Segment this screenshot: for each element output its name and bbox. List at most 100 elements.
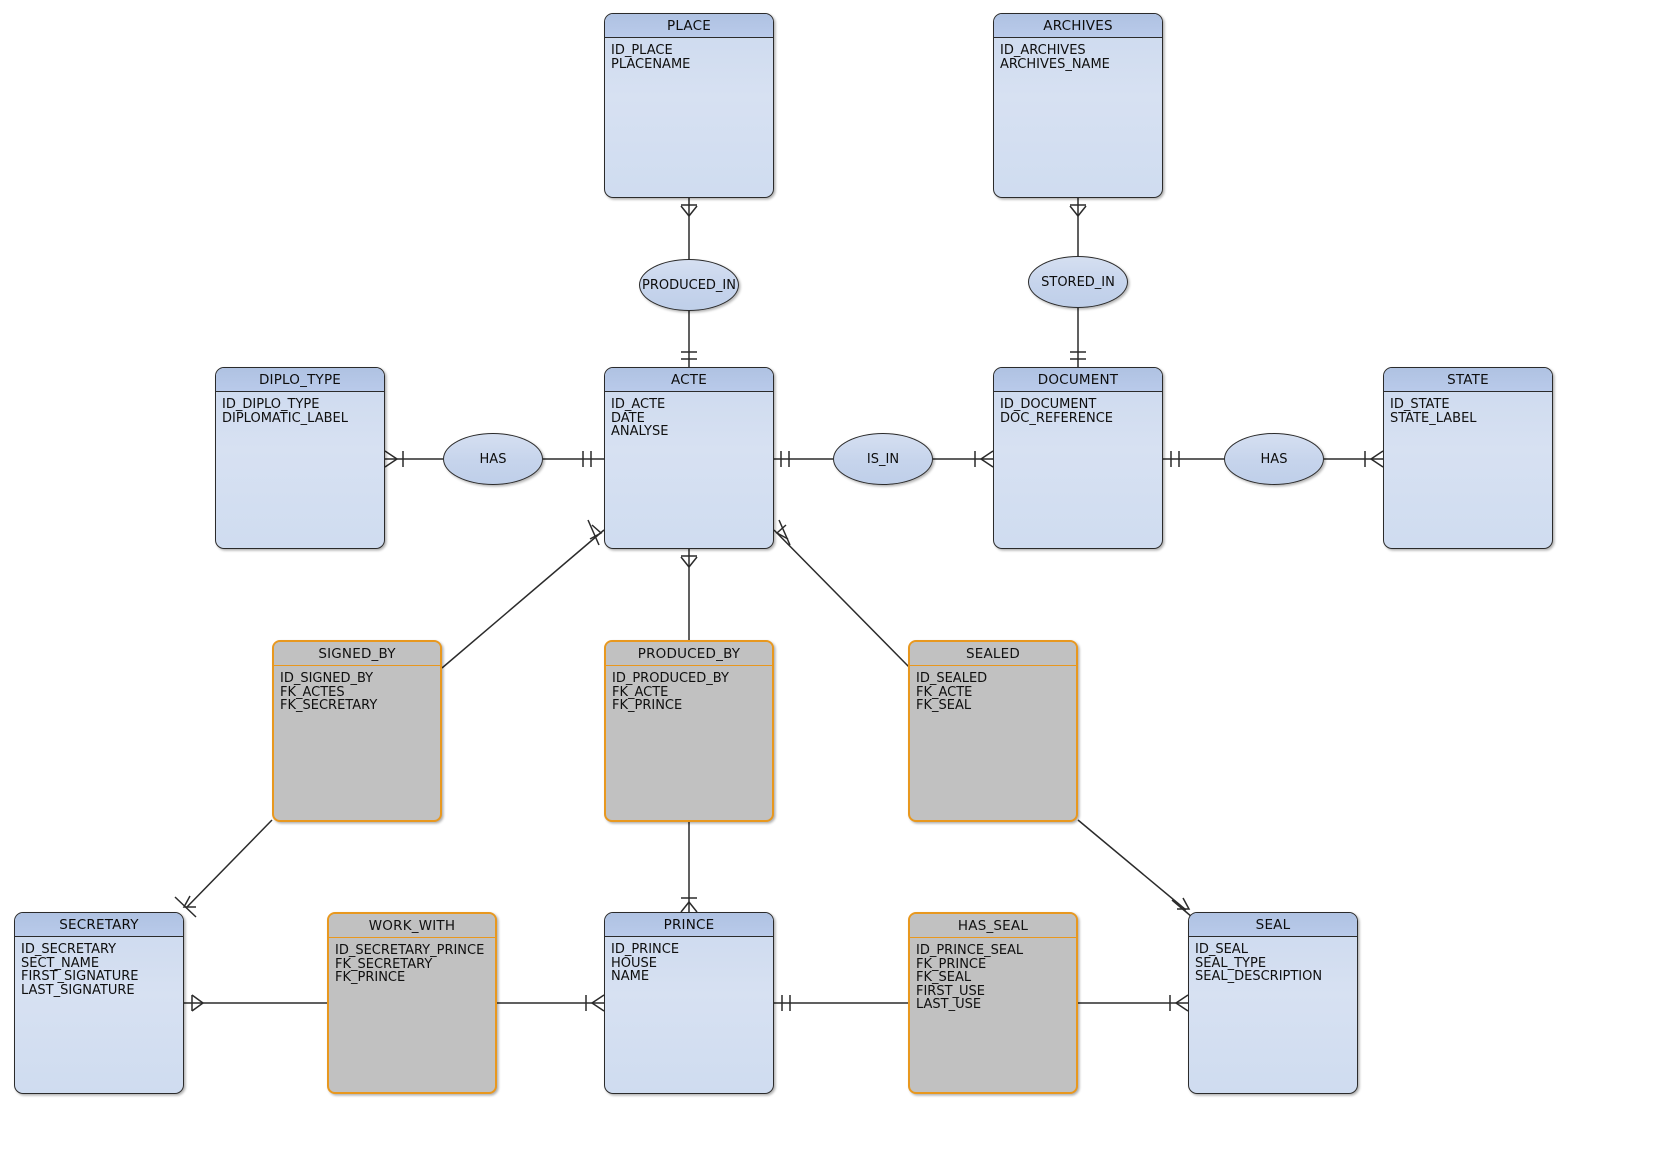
attribute: FK_SEAL	[916, 698, 972, 714]
attribute: STATE_LABEL	[1390, 410, 1477, 426]
entity-archives[interactable]: ARCHIVES ID_ARCHIVES ARCHIVES_NAME	[993, 13, 1163, 198]
attribute: ID_STATE	[1390, 397, 1450, 412]
entity-work-with[interactable]: WORK_WITH ID_SECRETARY_PRINCE FK_SECRETA…	[327, 912, 497, 1094]
entity-state[interactable]: STATE ID_STATE STATE_LABEL	[1383, 367, 1553, 549]
entity-sealed-title: SEALED	[910, 642, 1076, 666]
crowfoot-acte-bottom	[680, 556, 698, 569]
crowfoot-prince-left	[590, 994, 605, 1012]
attribute: FK_ACTE	[612, 684, 669, 700]
entity-produced-by-title: PRODUCED_BY	[606, 642, 772, 666]
crowfoot-archives	[1069, 205, 1087, 218]
relationship-is-in[interactable]: IS_IN	[833, 433, 933, 485]
relationship-has-diplo-type[interactable]: HAS	[443, 433, 543, 485]
entity-diplo-type-attributes: ID_DIPLO_TYPE DIPLOMATIC_LABEL	[216, 392, 384, 425]
entity-has-seal-attributes: ID_PRINCE_SEAL FK_PRINCE FK_SEAL FIRST_U…	[910, 938, 1076, 1012]
entity-archives-attributes: ID_ARCHIVES ARCHIVES_NAME	[994, 38, 1162, 71]
entity-prince-attributes: ID_PRINCE HOUSE NAME	[605, 937, 773, 984]
attribute: HOUSE	[611, 955, 657, 971]
entity-signed-by[interactable]: SIGNED_BY ID_SIGNED_BY FK_ACTES FK_SECRE…	[272, 640, 442, 822]
entity-work-with-attributes: ID_SECRETARY_PRINCE FK_SECRETARY FK_PRIN…	[329, 938, 495, 985]
crowfoot-acte-signedby	[589, 524, 603, 540]
crowfoot-secretary-top	[182, 895, 196, 908]
attribute: FK_PRINCE	[916, 956, 987, 972]
crowfoot-acte-sealed	[775, 524, 789, 540]
entity-place-attributes: ID_PLACE PLACENAME	[605, 38, 773, 71]
entity-has-seal[interactable]: HAS_SEAL ID_PRINCE_SEAL FK_PRINCE FK_SEA…	[908, 912, 1078, 1094]
attribute: ID_PRINCE	[611, 942, 680, 957]
attribute: ID_ACTE	[611, 397, 666, 412]
relationship-stored-in[interactable]: STORED_IN	[1028, 256, 1128, 308]
attribute: PLACENAME	[611, 56, 691, 72]
attribute: SEAL_TYPE	[1195, 955, 1267, 971]
crowfoot-prince-top	[680, 900, 698, 913]
entity-diplo-type[interactable]: DIPLO_TYPE ID_DIPLO_TYPE DIPLOMATIC_LABE…	[215, 367, 385, 549]
entity-has-seal-title: HAS_SEAL	[910, 914, 1076, 938]
entity-seal-title: SEAL	[1189, 913, 1357, 937]
attribute: FK_PRINCE	[335, 970, 406, 986]
entity-secretary[interactable]: SECRETARY ID_SECRETARY SECT_NAME FIRST_S…	[14, 912, 184, 1094]
entity-signed-by-attributes: ID_SIGNED_BY FK_ACTES FK_SECRETARY	[274, 666, 440, 713]
attribute: ID_DIPLO_TYPE	[222, 397, 320, 412]
entity-diplo-type-title: DIPLO_TYPE	[216, 368, 384, 392]
entity-document-title: DOCUMENT	[994, 368, 1162, 392]
entity-acte[interactable]: ACTE ID_ACTE DATE ANALYSE	[604, 367, 774, 549]
entity-work-with-title: WORK_WITH	[329, 914, 495, 938]
crowfoot-state	[1369, 450, 1384, 468]
entity-seal-attributes: ID_SEAL SEAL_TYPE SEAL_DESCRIPTION	[1189, 937, 1357, 984]
entity-secretary-attributes: ID_SECRETARY SECT_NAME FIRST_SIGNATURE L…	[15, 937, 183, 997]
crowfoot-seal-top	[1177, 897, 1191, 910]
attribute: NAME	[611, 969, 650, 985]
entity-secretary-title: SECRETARY	[15, 913, 183, 937]
attribute: ID_SECRETARY	[21, 942, 117, 957]
entity-state-title: STATE	[1384, 368, 1552, 392]
edge-sealed-seal	[1077, 819, 1187, 911]
entity-document[interactable]: DOCUMENT ID_DOCUMENT DOC_REFERENCE	[993, 367, 1163, 549]
attribute: ANALYSE	[611, 424, 669, 440]
attribute: ID_DOCUMENT	[1000, 397, 1097, 412]
entity-sealed-attributes: ID_SEALED FK_ACTE FK_SEAL	[910, 666, 1076, 713]
crowfoot-place	[680, 205, 698, 218]
entity-document-attributes: ID_DOCUMENT DOC_REFERENCE	[994, 392, 1162, 425]
crowfoot-seal-left	[1174, 994, 1189, 1012]
attribute: ID_ARCHIVES	[1000, 43, 1086, 58]
edge-signedby-secretary	[185, 819, 273, 909]
relationship-produced-in[interactable]: PRODUCED_IN	[639, 259, 739, 311]
attribute: ID_SECRETARY_PRINCE	[335, 943, 485, 958]
edge-acte-sealed	[773, 529, 911, 669]
entity-prince[interactable]: PRINCE ID_PRINCE HOUSE NAME	[604, 912, 774, 1094]
entity-acte-title: ACTE	[605, 368, 773, 392]
entity-state-attributes: ID_STATE STATE_LABEL	[1384, 392, 1552, 425]
entity-place-title: PLACE	[605, 14, 773, 38]
attribute: FK_SECRETARY	[280, 698, 378, 714]
entity-sealed[interactable]: SEALED ID_SEALED FK_ACTE FK_SEAL	[908, 640, 1078, 822]
entity-place[interactable]: PLACE ID_PLACE PLACENAME	[604, 13, 774, 198]
attribute: LAST_USE	[916, 997, 982, 1013]
entity-seal[interactable]: SEAL ID_SEAL SEAL_TYPE SEAL_DESCRIPTION	[1188, 912, 1358, 1094]
attribute: FK_ACTE	[916, 684, 973, 700]
attribute: DOC_REFERENCE	[1000, 410, 1114, 426]
attribute: FIRST_USE	[916, 983, 986, 999]
attribute: ID_SEALED	[916, 671, 988, 686]
entity-signed-by-title: SIGNED_BY	[274, 642, 440, 666]
attribute: ARCHIVES_NAME	[1000, 56, 1110, 72]
edge-acte-signedby	[441, 529, 605, 669]
attribute: LAST_SIGNATURE	[21, 982, 135, 998]
attribute: ID_PLACE	[611, 43, 673, 58]
entity-prince-title: PRINCE	[605, 913, 773, 937]
attribute: FIRST_SIGNATURE	[21, 969, 139, 985]
entity-produced-by[interactable]: PRODUCED_BY ID_PRODUCED_BY FK_ACTE FK_PR…	[604, 640, 774, 822]
attribute: SECT_NAME	[21, 955, 100, 971]
crowfoot-diplo	[384, 450, 399, 468]
attribute: FK_SEAL	[916, 970, 972, 986]
relationship-has-state[interactable]: HAS	[1224, 433, 1324, 485]
attribute: DIPLOMATIC_LABEL	[222, 410, 348, 426]
crowfoot-secretary-right	[191, 994, 205, 1012]
entity-produced-by-attributes: ID_PRODUCED_BY FK_ACTE FK_PRINCE	[606, 666, 772, 713]
attribute: FK_PRINCE	[612, 698, 683, 714]
attribute: SEAL_DESCRIPTION	[1195, 969, 1323, 985]
attribute: ID_PRINCE_SEAL	[916, 943, 1024, 958]
crowfoot-document-left	[979, 450, 994, 468]
entity-acte-attributes: ID_ACTE DATE ANALYSE	[605, 392, 773, 439]
